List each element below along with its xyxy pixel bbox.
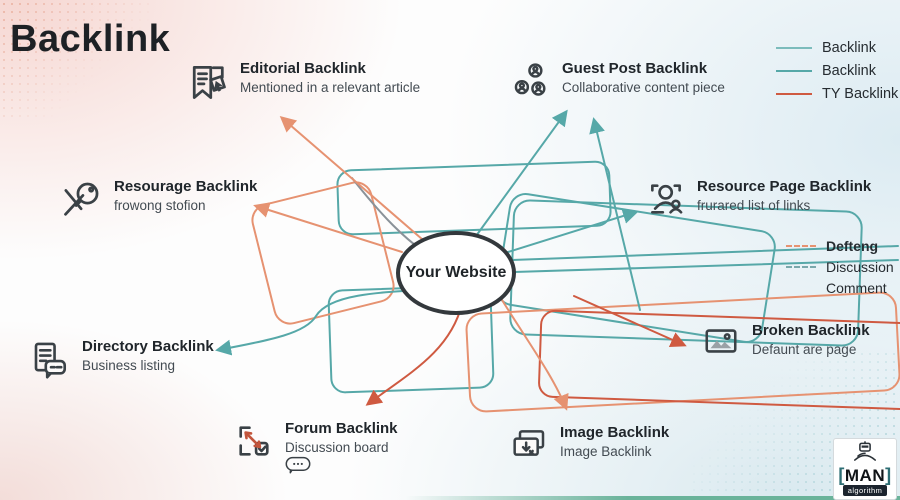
legend-item: Backlink (776, 40, 898, 56)
legend-item: Defteng (786, 238, 894, 254)
arrow-to-editorial (279, 116, 431, 247)
logo-subtitle: algorithm (842, 485, 888, 496)
node-title: Guest Post Backlink (562, 60, 708, 77)
community-brackets-icon (645, 178, 687, 225)
node-guest-post-backlink: Guest Post Backlink Collaborative conten… (510, 60, 725, 107)
legend-swatch-red (776, 93, 812, 95)
legend-side: Defteng Discussion Comment (786, 238, 894, 296)
legend-item: Comment (786, 280, 894, 296)
node-subtitle: frowong stofion (114, 197, 206, 213)
node-subtitle: Defaunt are page (752, 341, 857, 357)
gray-line (351, 177, 425, 253)
node-resourage-backlink: Resourage Backlink frowong stofion (60, 178, 257, 227)
node-subtitle: Collaborative content piece (562, 79, 725, 95)
legend-swatch-teal-dashed (786, 266, 816, 268)
node-subtitle: Discussion board (285, 439, 389, 455)
legend-swatch-teal-thin (776, 47, 812, 49)
legend-line-types: Backlink Backlink TY Backlink (776, 40, 898, 102)
center-node-label: Your Website (405, 264, 507, 281)
logo-brand-text: MAN (844, 465, 886, 485)
arrow-up-right (589, 117, 641, 311)
legend-label: Comment (826, 280, 887, 296)
legend-swatch-coral-dashed (786, 245, 816, 247)
arrow-to-resource-page (507, 208, 639, 253)
arrow-to-broken (573, 295, 687, 348)
man-algorithm-logo: [MAN] algorithm (833, 438, 897, 500)
legend-label: TY Backlink (822, 86, 899, 102)
node-subtitle: Mentioned in a relevant article (240, 79, 421, 95)
arrow-to-forum (365, 303, 463, 406)
legend-item: Discussion (786, 259, 894, 275)
speech-bubble-icon (285, 457, 311, 478)
arrow-to-resourage (253, 202, 403, 253)
legend-label: Discussion (826, 259, 894, 275)
arrow-to-image (501, 299, 569, 411)
node-subtitle: frurared list of links (697, 197, 811, 213)
document-chat-icon (28, 338, 72, 385)
legend-swatch-teal (776, 70, 812, 72)
logo-bracket-close: ] (885, 465, 892, 485)
legend-item: TY Backlink (776, 86, 898, 102)
center-node: Your Website (396, 231, 516, 315)
node-title: Resource Page Backlink (697, 178, 872, 195)
node-forum-backlink: Forum Backlink Discussion board (233, 420, 398, 479)
page-title: Backlink (10, 18, 171, 60)
node-editorial-backlink: Editorial Backlink Mentioned in a releva… (186, 60, 420, 109)
node-title: Editorial Backlink (240, 60, 366, 77)
node-title: Directory Backlink (82, 338, 214, 355)
image-placeholder-icon (700, 322, 742, 365)
bottom-accent-strip (405, 496, 900, 500)
node-directory-backlink: Directory Backlink Business listing (28, 338, 214, 385)
magnifier-pin-icon (60, 178, 104, 227)
image-download-icon (508, 424, 550, 469)
node-subtitle: Image Backlink (560, 443, 652, 459)
logo-brand: [MAN] (838, 466, 891, 484)
node-title: Forum Backlink (285, 420, 398, 437)
node-image-backlink: Image Backlink Image Backlink (508, 424, 669, 469)
editorial-document-icon (186, 60, 230, 109)
legend-label: Defteng (826, 238, 879, 254)
node-title: Resourage Backlink (114, 178, 258, 195)
node-broken-backlink: Broken Backlink Defaunt are page (700, 322, 870, 365)
node-subtitle: Business listing (82, 357, 176, 373)
node-resource-page-backlink: Resource Page Backlink frurared list of … (645, 178, 871, 225)
node-title: Image Backlink (560, 424, 670, 441)
legend-label: Backlink (822, 63, 876, 79)
arrow-to-guest-post (475, 109, 568, 237)
node-title: Broken Backlink (752, 322, 870, 339)
legend-item: Backlink (776, 63, 898, 79)
legend-label: Backlink (822, 40, 876, 56)
people-group-icon (510, 60, 552, 107)
expand-arrows-icon (233, 420, 275, 467)
robot-icon (848, 441, 882, 466)
